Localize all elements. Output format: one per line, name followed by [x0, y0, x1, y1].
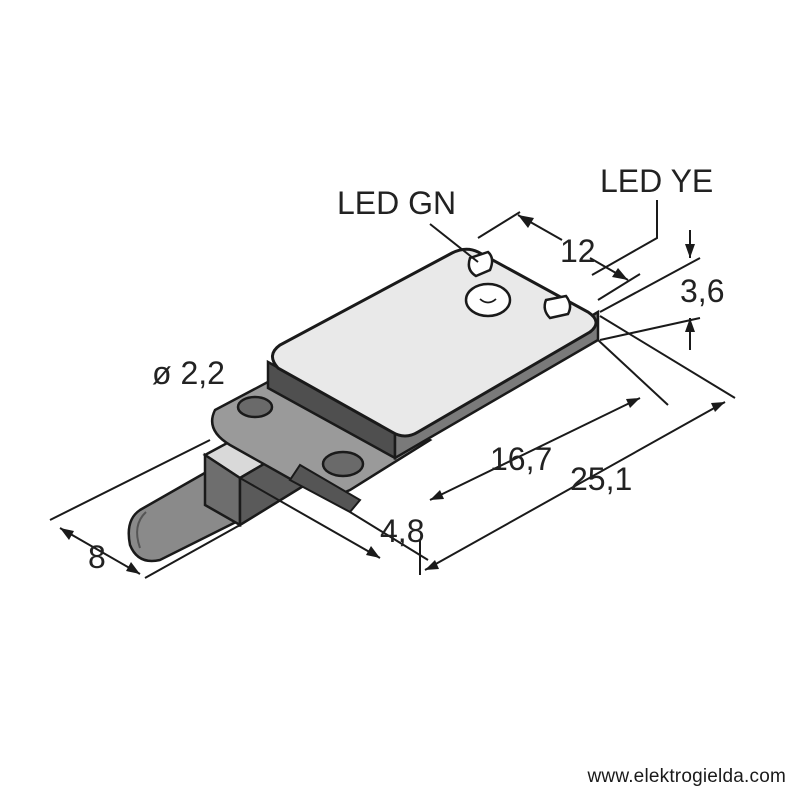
led-ye-window	[543, 294, 572, 320]
dim-width-8: 8	[88, 539, 106, 575]
mounting-hole-right	[321, 450, 365, 478]
label-led-gn: LED GN	[337, 185, 456, 221]
label-led-ye: LED YE	[600, 163, 713, 199]
sensing-face	[464, 282, 512, 318]
mounting-flange	[210, 363, 433, 514]
dimension-arrowheads	[60, 215, 725, 574]
dimension-lines	[49, 211, 736, 579]
led-gn-window	[467, 250, 494, 278]
label-diameter: ø 2,2	[152, 355, 225, 391]
footer-url[interactable]: www.elektrogielda.com	[587, 766, 786, 787]
mounting-hole-left	[236, 395, 274, 419]
led-leader-lines	[429, 200, 658, 276]
dim-length-16-7: 16,7	[490, 441, 552, 477]
dim-length-25-1: 25,1	[570, 461, 632, 497]
sensor-body	[266, 247, 600, 461]
dim-offset-4-8: 4,8	[380, 513, 424, 549]
dim-height-3-6: 3,6	[680, 273, 724, 309]
dim-width-12: 12	[560, 233, 596, 269]
